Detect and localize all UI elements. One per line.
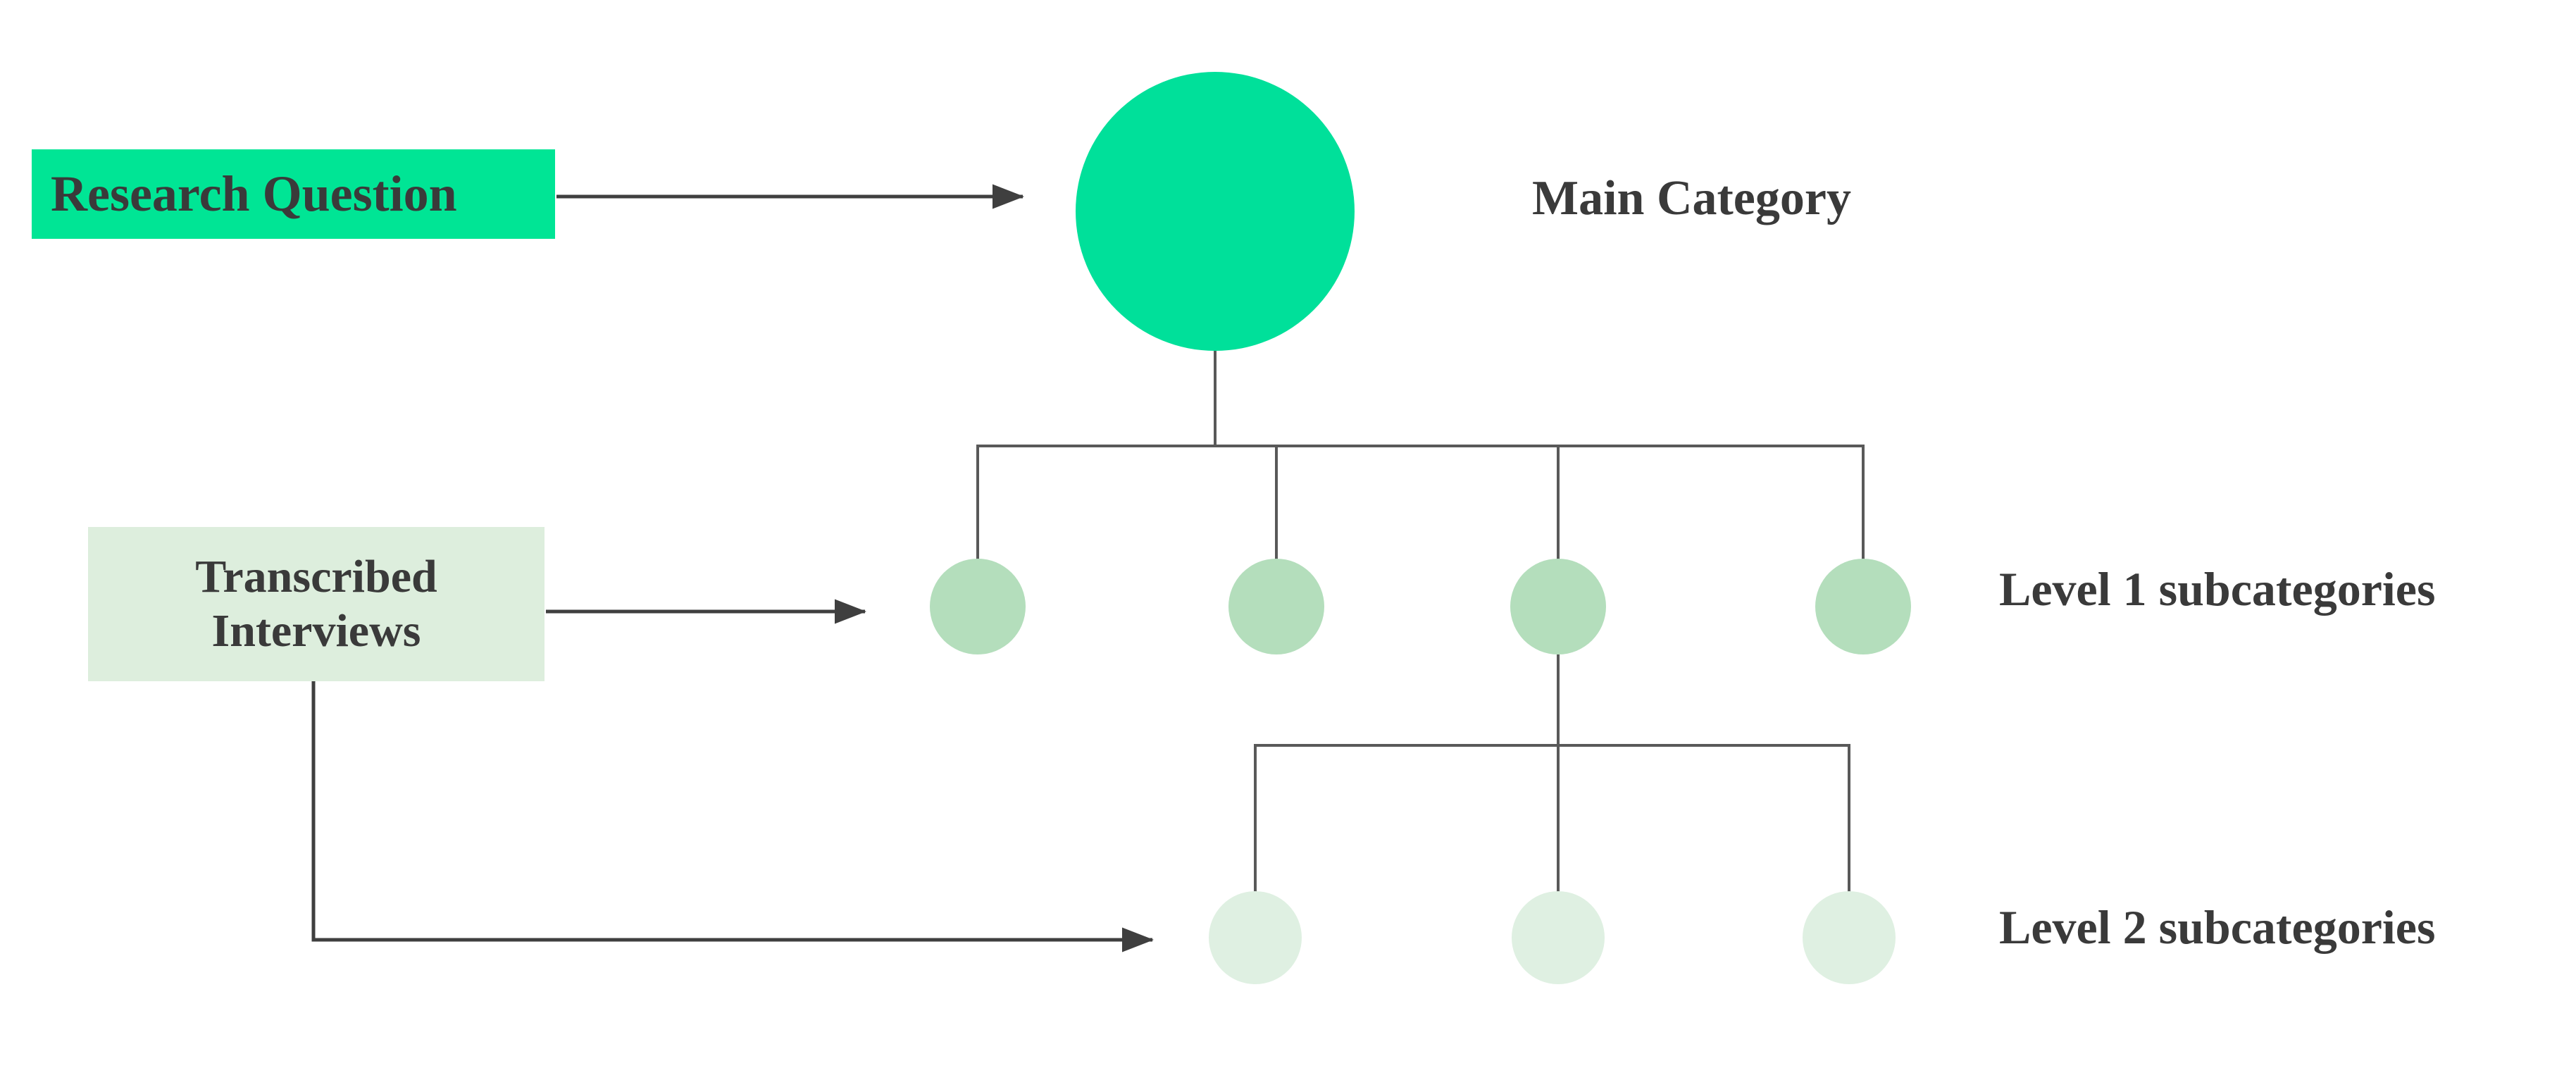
transcribed-interviews-line1: Transcribed <box>195 550 437 602</box>
node-level2-circle-2[interactable] <box>1512 891 1605 984</box>
arrow-transcribed-to-level2 <box>311 681 1154 952</box>
node-level1-circle-3[interactable] <box>1510 559 1606 654</box>
level-1-subcategories-label: Level 1 subcategories <box>1999 562 2436 616</box>
node-level2-circle-1[interactable] <box>1209 891 1302 984</box>
transcribed-interviews-label: Transcribed Interviews <box>195 550 437 658</box>
research-question-box[interactable]: Research Question <box>32 149 555 239</box>
node-level1-circle-1[interactable] <box>930 559 1026 654</box>
node-level2-circle-3[interactable] <box>1803 891 1896 984</box>
transcribed-interviews-box[interactable]: Transcribed Interviews <box>88 527 545 681</box>
node-level1-circle-4[interactable] <box>1815 559 1911 654</box>
research-question-label: Research Question <box>51 165 457 222</box>
node-level1-circle-2[interactable] <box>1228 559 1324 654</box>
transcribed-interviews-line2: Interviews <box>211 604 421 657</box>
node-main-category-circle[interactable] <box>1076 72 1355 351</box>
main-category-label: Main Category <box>1532 171 1851 225</box>
level-2-subcategories-label: Level 2 subcategories <box>1999 900 2436 954</box>
